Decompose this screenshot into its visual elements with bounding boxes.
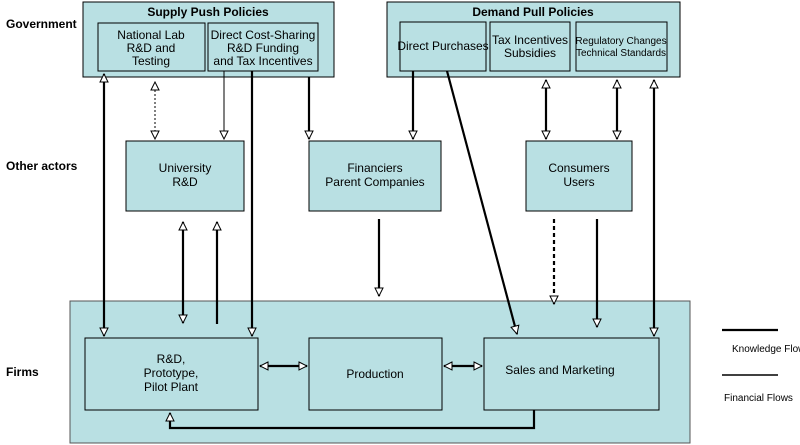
rd-prototype-box: [84, 337, 259, 411]
sales-marketing-label: Sales and Marketing: [505, 363, 614, 377]
university-line-2: R&D: [172, 175, 198, 189]
financiers-line-1: Financiers: [347, 161, 402, 175]
arrow-purchases-sales: [445, 70, 517, 334]
arrow-sales-rd-feedback: [170, 410, 536, 430]
row-label-firms: Firms: [6, 365, 39, 379]
consumers-line-1: Consumers: [548, 161, 609, 175]
direct-purchases-label: Direct Purchases: [397, 39, 488, 53]
supply-push-policies-group: Supply Push Policies National Lab R&D an…: [82, 1, 335, 78]
financiers-line-2: Parent Companies: [325, 175, 424, 189]
legend-knowledge-label: Knowledge Flows: [732, 344, 800, 355]
tax-incentives-box: [489, 21, 571, 72]
tax-incentives-line-2: Subsidies: [504, 46, 556, 60]
production-label: Production: [346, 367, 403, 381]
national-lab-box: [97, 22, 206, 72]
supply-push-title: Supply Push Policies: [147, 5, 269, 19]
consumers-box: [525, 140, 633, 212]
row-label-other-actors: Other actors: [6, 159, 78, 173]
regulatory-line-2: Technical Standards: [576, 48, 666, 59]
cost-sharing-box: [207, 22, 319, 72]
financiers-box: [308, 140, 442, 212]
rd-line-3: Pilot Plant: [144, 380, 199, 394]
tax-incentives-line-1: Tax Incentives: [492, 33, 568, 47]
regulatory-box: [575, 21, 668, 72]
national-lab-line-3: Testing: [132, 54, 170, 68]
direct-purchases-box: [399, 21, 487, 72]
university-line-1: University: [159, 161, 212, 175]
regulatory-line-1: Regulatory Changes: [575, 36, 666, 47]
consumers-line-2: Users: [563, 175, 594, 189]
row-label-government: Government: [6, 17, 77, 31]
cost-sharing-line-3: and Tax Incentives: [213, 54, 312, 68]
production-box: [308, 337, 443, 411]
national-lab-line-1: National Lab: [117, 28, 185, 42]
national-lab-line-2: R&D and: [127, 41, 176, 55]
demand-pull-title: Demand Pull Policies: [472, 5, 594, 19]
sales-marketing-box: [483, 337, 660, 411]
university-box: [125, 140, 245, 212]
legend-financial-label: Financial Flows: [724, 393, 793, 404]
rd-line-1: R&D,: [157, 352, 186, 366]
rd-line-2: Prototype,: [144, 366, 199, 380]
cost-sharing-line-1: Direct Cost-Sharing: [211, 28, 316, 42]
cost-sharing-line-2: R&D Funding: [227, 41, 299, 55]
demand-pull-policies-group: Demand Pull Policies Direct Purchases Ta…: [386, 1, 681, 78]
